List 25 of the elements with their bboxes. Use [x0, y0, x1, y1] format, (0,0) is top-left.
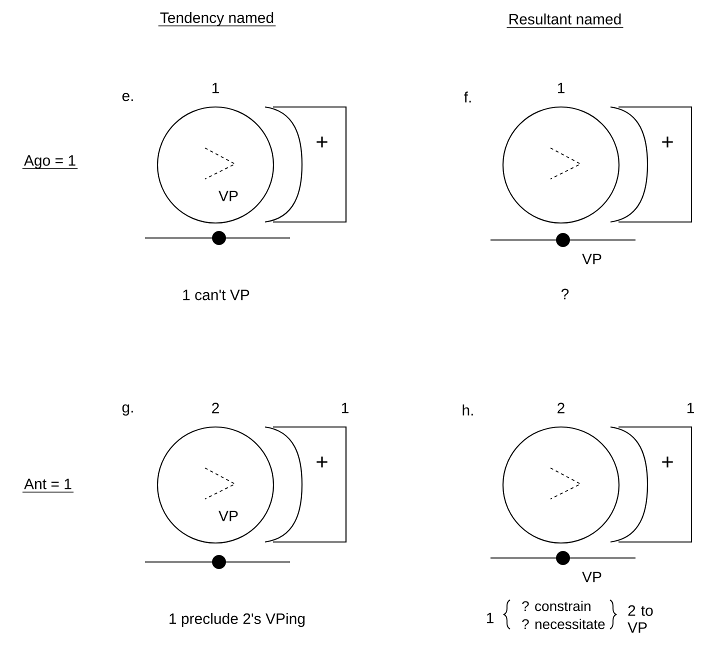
- column-heading: Tendency named: [158, 12, 276, 26]
- caption: 1: [486, 612, 494, 624]
- role-number: 1: [342, 402, 348, 414]
- role-number: 1: [687, 402, 694, 414]
- agonist-circle: [502, 106, 620, 224]
- role-number: 1: [558, 82, 564, 94]
- caption: 2 to VP: [628, 605, 653, 633]
- panel-letter: g.: [122, 404, 133, 416]
- role-number: 2: [558, 402, 564, 414]
- row-heading: Ago = 1: [22, 155, 78, 169]
- role-number: 1: [212, 82, 219, 94]
- caption: 1 can't VP: [183, 290, 250, 300]
- constituent-label: VP: [582, 572, 602, 582]
- column-heading: Resultant named: [506, 14, 624, 28]
- panel-letter: e.: [122, 92, 133, 102]
- constituent-label: VP: [582, 254, 602, 264]
- caption: ? constrain: [522, 600, 590, 612]
- panel-letter: h.: [462, 404, 473, 416]
- caption: ? necessitate: [522, 618, 605, 630]
- caption: 1 preclude 2's VPing: [170, 613, 305, 627]
- role-number: 2: [212, 402, 219, 414]
- row-heading: Ant = 1: [22, 478, 74, 492]
- panel-letter: f.: [464, 92, 471, 102]
- caption: ?: [561, 288, 569, 300]
- agonist-circle: [502, 426, 620, 544]
